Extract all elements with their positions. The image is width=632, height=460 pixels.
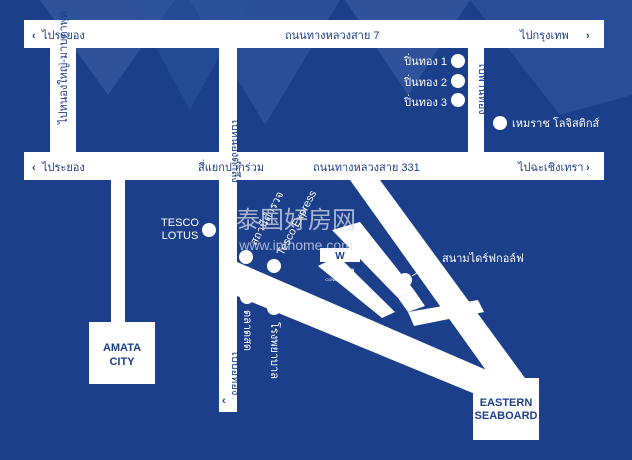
road-nong-tamlueng — [219, 48, 237, 152]
watermark-main: 泰国好房网 — [236, 207, 356, 234]
pinthong-group: ปิ่นทอง 1 ปิ่นทอง 2 ปิ่นทอง 3 — [403, 53, 465, 109]
highway-331 — [24, 152, 604, 180]
tesco-label-line1: TESCO — [161, 217, 199, 229]
vertical-left-label: ไปหนองใหญ่-มาบตาพุด — [57, 11, 70, 125]
logo-sub: CONDOMINIUM — [325, 277, 355, 282]
pinthong-1-label: ปิ่นทอง 1 — [403, 53, 447, 68]
road-inner-3 — [398, 290, 425, 312]
vertical-center-top-label: ไปหนองตำลึง — [229, 117, 242, 183]
road-inner-4 — [408, 300, 484, 326]
pinthong-2-marker — [451, 74, 465, 88]
road-diagonal-lower — [237, 262, 505, 396]
golf-pointer — [411, 259, 439, 277]
pinthong-1-marker — [451, 54, 465, 68]
hospital-marker — [267, 301, 281, 315]
road-bo-thong — [219, 180, 237, 412]
pinthong-3-label: ปิ่นทอง 3 — [403, 94, 447, 109]
the-win-logo: W the Win CONDOMINIUM — [320, 248, 360, 282]
market-marker — [240, 290, 254, 304]
top-left-label: ไประยอง — [41, 29, 85, 42]
top-right-arrow: › — [586, 30, 590, 42]
road-diagonal-upper — [350, 180, 525, 390]
pinthong-3-marker — [451, 93, 465, 107]
hospital-label: โรงพยาบาล — [268, 322, 282, 379]
tesco-lotus-marker — [202, 223, 216, 237]
tesco-label-line2: LOTUS — [162, 230, 199, 242]
golf-label: สนามไดร์ฟกอล์ฟ — [442, 252, 524, 265]
vertical-center-bottom-label: ไปบ่อทอง — [229, 349, 242, 395]
mid-junction-label: สี่แยกปากร่วม — [198, 159, 264, 174]
tesco-express-marker — [267, 259, 281, 273]
amata-line1: AMATA — [103, 342, 141, 354]
mid-left-arrow: ‹ — [32, 162, 36, 174]
logo-w-mark: W — [335, 251, 345, 262]
market-label: ตลาดสด — [241, 310, 253, 351]
road-inner-1 — [318, 256, 395, 318]
police-marker — [239, 250, 253, 264]
mid-right-label: ไปฉะเชิงเทรา — [517, 161, 584, 174]
highway-7 — [24, 20, 604, 48]
road-amata — [111, 180, 125, 322]
roads — [24, 20, 604, 412]
logo-text: the Win — [326, 266, 355, 275]
bottom-arrow: ‹ — [222, 395, 226, 407]
amata-city-box — [89, 322, 155, 384]
golf-marker — [398, 273, 412, 287]
mid-center-label: ถนนทางหลวงสาย 331 — [313, 162, 420, 174]
hemaraj-marker — [493, 116, 507, 130]
top-center-label: ถนนทางหลวงสาย 7 — [285, 30, 380, 42]
eastern-seaboard-box — [473, 378, 539, 440]
mid-right-arrow: › — [586, 162, 590, 174]
road-phan-thong — [468, 48, 484, 152]
eastern-line2: SEABOARD — [475, 410, 538, 422]
logo-box — [320, 248, 360, 262]
amata-line2: CITY — [109, 356, 135, 368]
road-inner-2 — [332, 222, 414, 298]
mid-left-label: ไประยอง — [41, 161, 85, 174]
pinthong-2-label: ปิ่นทอง 2 — [403, 74, 447, 89]
eastern-line1: EASTERN — [480, 397, 533, 409]
watermark-url: www.ipthome.com — [238, 237, 353, 253]
road-nong-yai — [50, 48, 76, 152]
vertical-right-top-label: ไปพานทอง — [476, 61, 489, 115]
hemaraj-label: เหมราช โลจิสติกส์ — [512, 116, 599, 130]
top-right-label: ไปกรุงเทพ — [519, 29, 569, 42]
top-left-arrow: ‹ — [32, 30, 36, 42]
